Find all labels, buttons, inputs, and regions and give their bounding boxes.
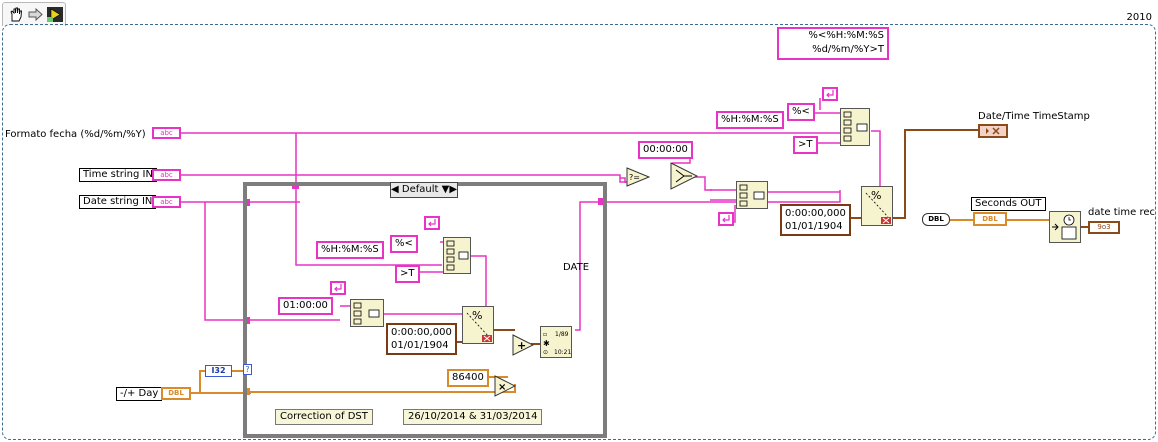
multiply-icon: ×	[498, 382, 506, 393]
add-node[interactable]: +	[512, 334, 534, 356]
outer-enter-constant[interactable]	[822, 87, 838, 101]
svg-text:⊙: ⊙	[543, 349, 548, 356]
svg-text:10:21: 10:21	[554, 349, 571, 356]
concatenate-icon	[353, 302, 380, 325]
inner-enter-constant[interactable]	[424, 216, 440, 230]
svg-text:✱: ✱	[543, 339, 550, 348]
tunnel-date-out	[598, 198, 605, 205]
daterec-output-terminal[interactable]: 9o3	[1088, 221, 1120, 234]
inner-concat-node[interactable]	[443, 237, 471, 274]
date-input-terminal[interactable]: abc	[152, 196, 181, 208]
seconds-output-terminal[interactable]: DBL	[973, 212, 1007, 226]
seconds-per-day-constant[interactable]: 86400	[447, 369, 489, 387]
timestamp-icon	[986, 127, 1000, 135]
inner-hms-constant[interactable]: %H:%M:%S	[316, 241, 384, 259]
arrow-right-icon[interactable]	[27, 6, 45, 23]
inner-concat-node-2[interactable]	[350, 299, 384, 327]
toolbar	[2, 2, 66, 26]
timestamp-output-terminal[interactable]	[978, 124, 1008, 138]
svg-text:▫: ▫	[543, 331, 547, 338]
enter-icon	[334, 284, 342, 292]
outer-hms-constant[interactable]: %H:%M:%S	[716, 111, 784, 129]
seconds-output-label: Seconds OUT	[971, 197, 1046, 211]
calendar-clock-icon	[1052, 214, 1077, 240]
run-highlight-icon[interactable]	[46, 6, 64, 23]
day-input-terminal[interactable]: DBL	[161, 387, 191, 400]
concatenate-icon	[843, 111, 868, 142]
svg-text:%: %	[871, 189, 881, 202]
top-format-constant[interactable]: %<%H:%M:%S %d/%m/%Y>T	[777, 27, 889, 60]
inner-scan-string-node[interactable]: %	[462, 306, 494, 344]
format-date-time-icon: ▫ 1/89 ✱ ⊙ 10:21	[543, 331, 571, 356]
select-node[interactable]	[670, 162, 698, 190]
inner-gt-constant[interactable]: >T	[395, 265, 420, 283]
svg-text:1/89: 1/89	[555, 331, 569, 338]
time-wire	[181, 174, 632, 183]
i32-conversion-node[interactable]: I32	[205, 365, 232, 377]
outer-concat-node-2[interactable]	[736, 181, 768, 209]
enter-icon	[722, 215, 730, 223]
inner-lt-constant[interactable]: %<	[390, 235, 418, 253]
hand-icon[interactable]	[7, 6, 25, 23]
timestamp-output-label: Date/Time TimeStamp	[978, 111, 1090, 122]
concatenate-icon	[739, 184, 765, 207]
compare-icon: ?=	[629, 173, 640, 182]
scan-from-string-icon: %	[466, 309, 492, 342]
to-timestamp-node[interactable]	[1049, 211, 1081, 243]
case-selector-tunnel: ?	[243, 364, 252, 375]
outer-timestamp-constant[interactable]: 0:00:00,000 01/01/1904	[780, 204, 851, 236]
selector-left-arrow-icon[interactable]: ◀	[391, 184, 399, 195]
zero-time-constant[interactable]: 00:00:00	[638, 141, 693, 159]
timestamp-out-wire	[892, 129, 978, 219]
enter-icon	[826, 90, 834, 98]
outer-concat-node[interactable]	[840, 108, 870, 146]
case-selector[interactable]: ◀ Default ▼▶	[390, 182, 458, 198]
format-branch-wire	[295, 133, 442, 266]
time-input-label: Time string IN	[79, 168, 157, 182]
inner-timestamp-constant[interactable]: 0:00:00,000 01/01/1904	[386, 323, 457, 355]
day-input-label: -/+ Day	[116, 387, 163, 401]
time-input-terminal[interactable]: abc	[152, 169, 181, 181]
outer-lt-constant[interactable]: %<	[787, 103, 815, 121]
format-input-label: Formato fecha (%d/%m/%Y)	[5, 129, 146, 140]
inner-one-hour-constant[interactable]: 01:00:00	[278, 297, 333, 315]
outer-scan-string-node[interactable]: %	[861, 186, 893, 226]
svg-text:%: %	[472, 309, 482, 322]
diagram-frame	[2, 24, 1156, 440]
select-icon	[675, 169, 692, 183]
date-wire-label: DATE	[563, 262, 590, 273]
date-input-label: Date string IN	[79, 195, 157, 209]
selector-dropdown-icon[interactable]: ▼▶	[441, 184, 458, 195]
enter-icon	[428, 219, 436, 227]
version-label: 2010	[1126, 12, 1152, 23]
date-branch-wire	[204, 202, 340, 321]
plus-icon: +	[517, 339, 526, 352]
daterec-output-label: date time rec	[1088, 207, 1156, 218]
to-dbl-node[interactable]: DBL	[922, 213, 950, 226]
note-dates: 26/10/2014 & 31/03/2014	[403, 409, 543, 425]
outer-gt-constant[interactable]: >T	[793, 136, 818, 154]
concatenate-icon	[446, 240, 469, 271]
multiply-node[interactable]: ×	[494, 375, 516, 397]
outer-enter-constant-2[interactable]	[718, 212, 734, 226]
equal-compare-node[interactable]: ?=	[626, 167, 650, 187]
note-dst: Correction of DST	[275, 409, 373, 425]
inner-enter-constant-2[interactable]	[330, 281, 346, 295]
format-input-terminal[interactable]: abc	[152, 127, 181, 139]
scan-from-string-icon: %	[865, 189, 891, 224]
format-datetime-node[interactable]: ▫ 1/89 ✱ ⊙ 10:21	[540, 326, 572, 358]
case-selector-label: Default	[401, 184, 439, 195]
